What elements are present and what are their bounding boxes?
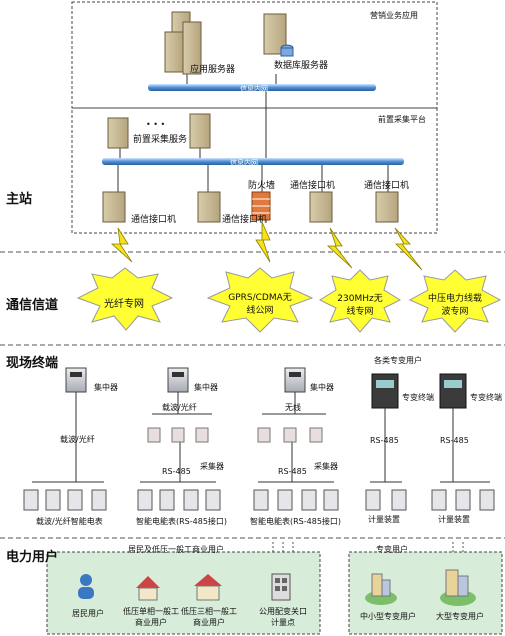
lightning-icon-3 [326,227,353,269]
smart-meter-rs-label-1: 智能电能表(RS-485接口) [136,517,228,526]
section-terminal: 现场终端 [6,356,59,371]
user-label-small-special: 中小型专变用户 [360,612,416,621]
channel-burst-3 [318,269,402,333]
firewall-icon [251,191,271,221]
house-icon-1 [136,576,160,601]
comm-machine-icon-4 [375,191,399,223]
frontend-frame [71,107,438,234]
user-label-large-special: 大型专变用户 [436,612,484,621]
firewall-label: 防火墙 [248,181,276,191]
frontend-server-icon-2 [189,113,211,149]
user-label-single-phase: 低压单相一般工商业用户 [123,607,179,627]
wireless-label: 无线 [285,403,301,412]
smart-meter-rs-label-2: 智能电能表(RS-485接口) [250,517,342,526]
app-server-label: 应用服务器 [190,65,236,75]
frontend-platform-label: 前置采集平台 [378,115,426,124]
comm-machine-icon-2 [197,191,221,223]
channel-burst-4 [408,269,502,333]
concentrator-label-2: 集中器 [194,383,218,392]
house-icon-2 [194,574,222,601]
channel-burst-1 [76,267,174,331]
info-net-label-2: 信息内网 [230,159,258,167]
special-terminal-icon-2 [439,373,467,409]
carrier-fiber-label-1: 载波/光纤 [60,435,95,444]
rs485-label-2: RS-485 [278,467,307,476]
lightning-icon-4 [394,227,423,271]
special-terminal-icon-1 [371,373,399,409]
comm-interface-label-1: 通信接口机 [131,215,177,225]
marketing-frame [71,1,438,109]
frontend-server-icon-1 [107,117,129,149]
channel-label-4: 中压电力线载波专网 [428,294,483,317]
channel-label-1: 光纤专网 [104,299,144,310]
channel-label-3: 230MHz无线专网 [337,294,383,317]
special-terminal-label-2: 专变终端 [470,393,502,402]
metering-label-2: 计量装置 [438,515,470,524]
concentrator-icon-2 [167,367,189,393]
large-special-user-icon [440,569,476,606]
concentrator-label-3: 集中器 [310,383,334,392]
concentrator-icon-3 [284,367,306,393]
app-server-icon [164,11,202,75]
db-server-icon [263,13,294,57]
comm-interface-label-2: 通信接口机 [222,215,268,225]
comm-interface-label-3: 通信接口机 [290,181,336,191]
special-terminal-label-1: 专变终端 [402,393,434,402]
comm-interface-label-4: 通信接口机 [364,181,410,191]
comm-machine-icon-1 [102,191,126,223]
channel-burst-2 [206,267,314,333]
marketing-app-label: 营销业务应用 [370,11,418,20]
user-label-resident: 居民用户 [72,609,104,618]
db-server-label: 数据库服务器 [274,61,329,71]
rs485-label-4: RS-485 [440,436,469,445]
rs485-label-1: RS-485 [162,467,191,476]
carrier-fiber-label-2: 载波/光纤 [162,403,197,412]
special-group-label: 专变用户 [376,545,408,554]
collector-label-1: 采集器 [200,462,224,471]
info-net-pipe-2 [102,158,404,165]
collector-label-2: 采集器 [314,462,338,471]
small-special-user-icon [365,573,397,605]
dots-label: • • • [146,120,166,129]
comm-machine-icon-3 [309,191,333,223]
channel-label-2: GPRS/CDMA无线公网 [228,293,292,316]
rs485-label-3: RS-485 [370,436,399,445]
user-label-three-phase: 低压三相一般工商业用户 [181,607,237,627]
residential-group-label: 居民及低压一般工商业用户 [128,545,224,554]
smart-meter-cf-label: 载波/光纤智能电表 [36,517,103,526]
info-net-pipe-1 [148,84,376,91]
concentrator-label-1: 集中器 [94,383,118,392]
transformer-meter-icon [271,573,291,601]
section-master: 主站 [6,192,33,207]
metering-label-1: 计量装置 [368,515,400,524]
user-label-public-transformer: 公用配变关口计量点 [259,607,307,627]
section-users: 电力用户 [6,550,59,565]
concentrator-icon-1 [65,367,87,393]
frontend-server-label: 前置采集服务 [133,135,188,145]
lightning-icon-1 [110,227,133,263]
resident-icon [78,574,94,599]
special-users-label: 各类专变用户 [374,356,422,365]
lightning-icon-2 [255,221,271,263]
section-channel: 通信信道 [6,298,59,313]
info-net-label-1: 信息内网 [240,85,268,93]
